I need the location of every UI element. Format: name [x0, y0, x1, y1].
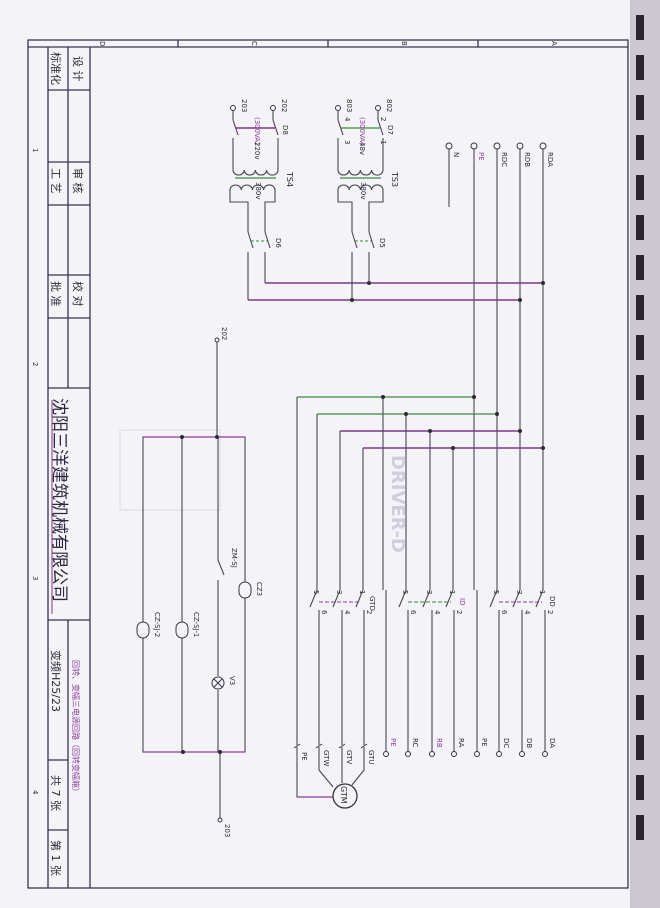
ts4-secondary-voltage: 220v: [253, 142, 261, 160]
zone-label-b: B: [400, 41, 408, 46]
company-name: 沈阳三洋建筑机械有限公司: [49, 398, 69, 602]
gtd-contact-1: 1: [358, 590, 366, 594]
output-terminal-rc: RC: [411, 738, 419, 748]
column-label-1: 1: [31, 148, 39, 152]
control-in-terminal: 202: [220, 327, 228, 340]
id-contact-1: 1: [448, 590, 456, 594]
control-circuit: [136, 337, 252, 823]
ts3-primary-voltage: 380v: [359, 182, 367, 200]
label-review: 审 核: [71, 168, 85, 194]
id-contact-5: 5: [401, 590, 409, 594]
output-terminal-da: DA: [548, 738, 556, 748]
id-contact-4: 4: [433, 610, 441, 615]
label-standardize: 标准化: [49, 52, 63, 85]
zone-label-a: A: [550, 41, 558, 46]
ts3-secondary-voltage: 48v: [358, 142, 366, 155]
column-label-3: 3: [31, 576, 39, 580]
drawing-frame: [27, 39, 629, 889]
sheet-number: 第 1 张: [49, 840, 63, 876]
output-terminal-dc: DC: [502, 738, 510, 748]
terminal-n: N: [452, 152, 460, 157]
switch-zm-sj: ZM-SJ: [230, 548, 238, 568]
coil-cz-sj-2: CZ-SJ-2: [153, 612, 161, 637]
ts3-contact-4: 4: [343, 117, 351, 122]
column-label-4: 4: [31, 790, 39, 795]
motor-gtm: [293, 743, 368, 809]
gtd-contact-2: 2: [365, 610, 373, 614]
terminal-pe: PE: [477, 152, 485, 161]
coil-cz3: CZ3: [255, 582, 263, 596]
id-contact-2: 2: [455, 610, 463, 614]
motor-label: GTM: [339, 786, 348, 804]
ts3-contact-2: 2: [379, 117, 387, 121]
ts4-primary-voltage: 380v: [254, 182, 262, 200]
gtd-contact-5: 5: [312, 590, 320, 594]
motor-terminal-gtv: GTV: [345, 750, 353, 764]
label-check: 校 对: [71, 281, 85, 307]
output-terminal-circles: [383, 751, 548, 757]
ts3-rating: (300VA): [358, 117, 366, 145]
drawing-title: 回转、变幅三电源回路（回转变幅箱）: [71, 660, 81, 796]
ts3-switch-d5: D5: [378, 238, 386, 248]
motor-terminal-gtw: GTW: [322, 750, 330, 766]
background-text: DRIVER-D: [387, 455, 408, 553]
zone-label-d: D: [98, 41, 106, 46]
ts4-label: TS4: [285, 171, 294, 187]
ts3-terminal-803: 803: [345, 99, 353, 112]
output-terminal-rb: RB: [435, 738, 443, 748]
output-terminal-pe-2: PE: [389, 738, 397, 747]
ts3-switch-d7: D7: [386, 125, 394, 135]
power-terminals: [445, 142, 547, 150]
lamp-v3: V3: [228, 676, 236, 685]
junction-dots: [350, 281, 545, 450]
ts4-terminal-203: 203: [240, 99, 248, 112]
dd-contact-2: 2: [546, 610, 554, 614]
switch-dd-label: DD: [548, 596, 556, 607]
label-approve: 批 准: [49, 281, 63, 307]
dd-contact-1: 1: [538, 590, 546, 594]
ts4-rating: (300VA): [253, 117, 261, 145]
id-contact-6: 6: [409, 610, 417, 615]
terminal-rda: RDA: [546, 152, 554, 167]
transformer-ts4: [229, 105, 279, 300]
switch-id-label: ID: [458, 598, 466, 605]
faint-outline: [119, 429, 221, 511]
binding-holes: [636, 15, 644, 840]
transformer-ts3: [335, 105, 384, 300]
ts3-terminal-802: 802: [385, 99, 393, 112]
dd-contact-4: 4: [523, 610, 531, 615]
gtd-contact-6: 6: [320, 610, 328, 615]
output-terminal-pe: PE: [480, 738, 488, 747]
ts3-contact-1: 1: [379, 140, 387, 144]
column-label-2: 2: [31, 362, 39, 366]
ts4-switch-d8: D8: [281, 125, 289, 135]
label-process: 工 艺: [49, 168, 62, 194]
motor-terminal-gtu: GTU: [367, 750, 375, 765]
id-contact-3: 3: [425, 590, 433, 594]
page-edge: [630, 0, 660, 908]
title-block-grid: [48, 47, 91, 888]
total-sheets: 共 7 张: [49, 775, 62, 811]
output-switches: [309, 589, 546, 752]
ts4-terminal-202: 202: [280, 99, 288, 112]
ts3-contact-3: 3: [343, 140, 351, 144]
dd-contact-5: 5: [492, 590, 500, 594]
gtd-contact-3: 3: [335, 590, 343, 594]
drawing-number: 变频H25/23: [49, 650, 63, 712]
gtd-contact-4: 4: [343, 610, 351, 615]
terminal-rdc: RDC: [500, 152, 508, 167]
motor-terminal-pe: PE: [300, 752, 308, 761]
output-terminal-db: DB: [525, 738, 533, 748]
dd-contact-3: 3: [515, 590, 523, 594]
label-design: 设 计: [71, 56, 84, 82]
zone-label-c: C: [250, 41, 258, 46]
terminal-rdb: RDB: [523, 152, 531, 167]
dd-contact-6: 6: [500, 610, 508, 615]
output-terminal-ra: RA: [457, 738, 465, 748]
control-out-terminal: 203: [223, 824, 231, 837]
ts4-switch-d6: D6: [274, 238, 282, 248]
switch-gtd-label: GTD: [368, 596, 376, 611]
ts3-label: TS3: [390, 171, 399, 187]
coil-cz-sj-1: CZ-SJ-1: [192, 612, 200, 637]
